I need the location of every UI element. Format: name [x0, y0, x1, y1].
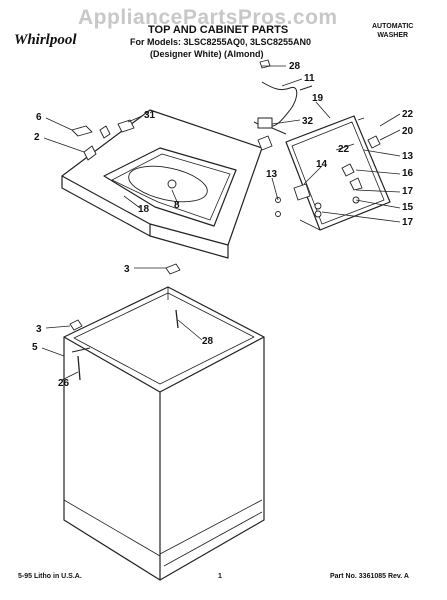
page-number: 1: [218, 573, 222, 580]
callout-28-cabinet: 28: [202, 336, 214, 347]
callout-3-upper: 3: [124, 264, 130, 275]
brand-logo: Whirlpool: [14, 32, 77, 48]
diagram-title: TOP AND CABINET PARTS: [148, 24, 289, 36]
callout-2: 2: [34, 132, 40, 143]
cabinet: [63, 286, 265, 581]
watermark: AppliancePartsPros.com: [78, 6, 338, 29]
callout-22-right: 22: [402, 109, 414, 120]
callout-28-top: 28: [289, 61, 301, 72]
callout-13-right: 13: [402, 151, 414, 162]
callout-3-lower: 3: [36, 324, 42, 335]
callout-8: 8: [174, 200, 180, 211]
callout-14: 14: [316, 159, 328, 170]
product-category: AUTOMATIC WASHER: [372, 22, 413, 40]
callouts: 28 11 19 22 20 31 6 2 32 22 13 14 16 13 …: [32, 61, 414, 389]
callout-11: 11: [304, 73, 315, 84]
callout-26: 26: [58, 378, 70, 389]
callout-22-mid: 22: [338, 144, 350, 155]
callout-19: 19: [312, 93, 324, 104]
callout-20: 20: [402, 126, 414, 137]
callout-18: 18: [138, 204, 150, 215]
callout-6: 6: [36, 112, 42, 123]
callout-17-upper: 17: [402, 186, 414, 197]
callout-13-left: 13: [266, 169, 278, 180]
model-numbers: For Models: 3LSC8255AQ0, 3LSC8255AN0: [130, 37, 312, 47]
lid: [285, 115, 391, 231]
wire-harness: [253, 81, 313, 135]
category-line-2: WASHER: [377, 32, 409, 39]
callout-16: 16: [402, 168, 414, 179]
category-line-1: AUTOMATIC: [372, 23, 414, 30]
litho-note: 5-95 Litho in U.S.A.: [18, 573, 82, 580]
callout-17-lower: 17: [402, 217, 414, 228]
callout-5: 5: [32, 342, 38, 353]
leader-lines: [41, 65, 401, 381]
part-number: Part No. 3361085 Rev. A: [330, 573, 409, 580]
callout-31: 31: [144, 110, 156, 121]
cabinet-hardware: [69, 263, 181, 381]
washer-top-panel: [61, 109, 263, 259]
callout-32: 32: [302, 116, 314, 127]
callout-15: 15: [402, 202, 414, 213]
color-variants: (Designer White) (Almond): [150, 49, 264, 59]
